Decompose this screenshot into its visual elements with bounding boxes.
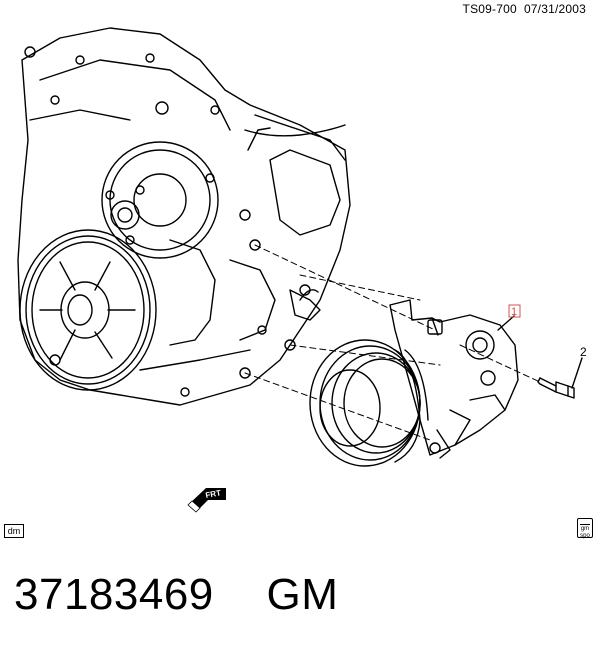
front-arrow-icon: FRT: [187, 488, 226, 513]
hose: [244, 124, 346, 137]
callout-2: 2: [580, 345, 587, 359]
gm-icon-line1: gm: [580, 526, 590, 532]
engine-block: [17, 27, 351, 406]
callout-2-leader: [571, 357, 583, 389]
front-arrow-label: FRT: [205, 488, 222, 500]
document-code: TS09-700 07/31/2003: [463, 2, 586, 16]
alignment-lines: [244, 244, 541, 441]
ac-compressor: [309, 299, 519, 467]
part-number-line: 37183469 GM: [14, 570, 338, 620]
brand-name: GM: [266, 570, 339, 619]
crankshaft-pulley: [19, 229, 157, 391]
compressor-bolt: [537, 377, 575, 399]
gm-spo-icon: gm spo: [577, 518, 593, 539]
callout-1-leader: [497, 315, 515, 331]
dm-badge: dm: [4, 524, 24, 538]
callout-1-box: [508, 304, 521, 318]
gm-icon-line2: spo: [580, 533, 590, 539]
gm-icon-top: [580, 521, 590, 525]
callout-1: 1: [511, 306, 517, 318]
part-number: 37183469: [14, 570, 214, 619]
exploded-view-diagram: 1 2 FRT: [17, 27, 587, 513]
doc-date: 07/31/2003: [523, 2, 586, 16]
doc-code: TS09-700: [462, 2, 517, 16]
water-pump-pulley: [101, 141, 219, 259]
